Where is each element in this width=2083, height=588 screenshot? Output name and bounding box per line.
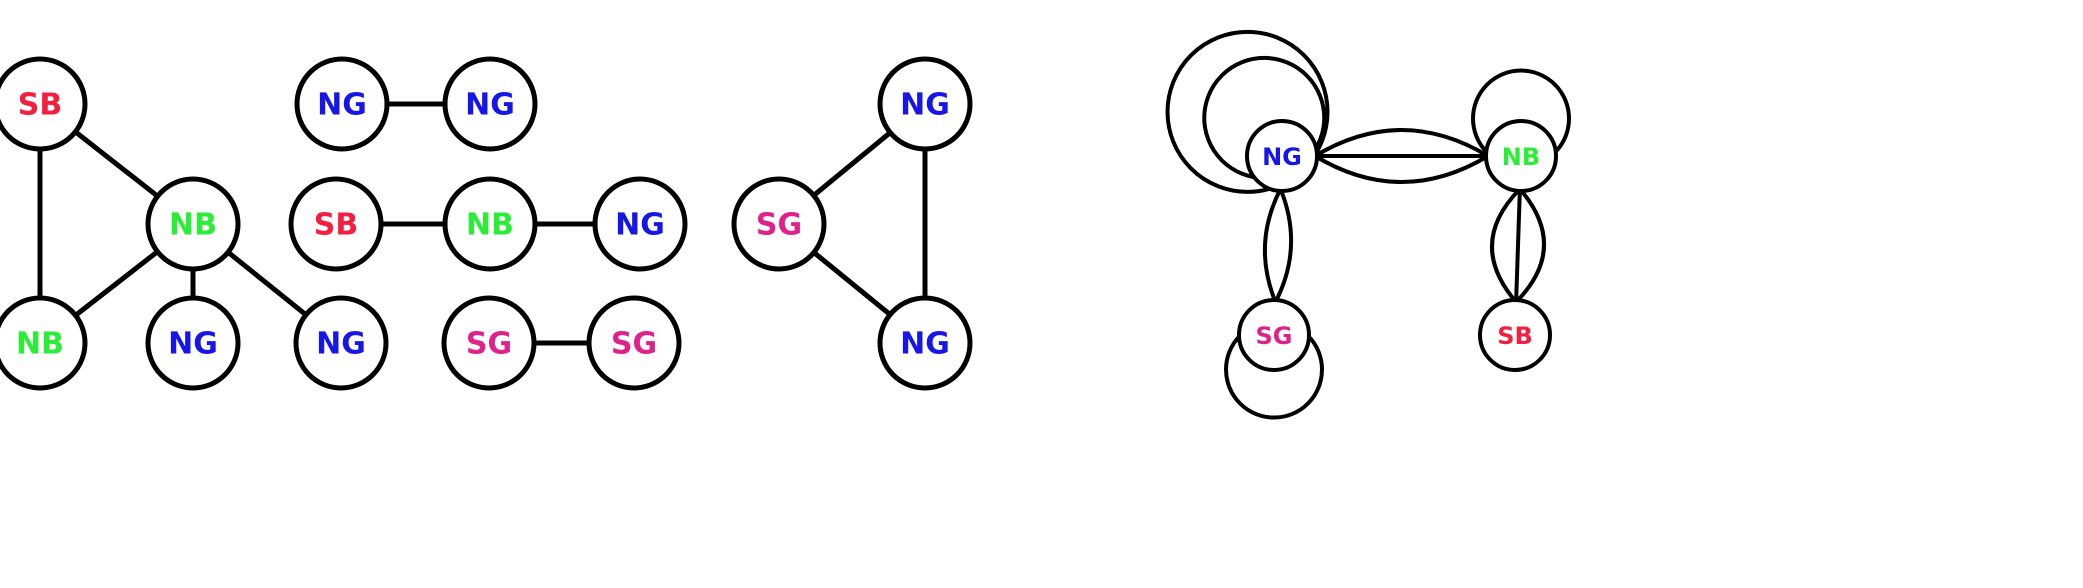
node-circle-SB[interactable]: [288, 176, 384, 272]
node-label-SG: SG: [466, 327, 512, 362]
graph-node-SB[interactable]: SB: [288, 176, 384, 272]
graph-node-SG[interactable]: SG: [731, 176, 827, 272]
graph-component-tree-graph: [37, 128, 310, 320]
graph-component-chains-graph: [376, 101, 600, 346]
node-circle-NG[interactable]: [145, 295, 241, 391]
graph-node-NG[interactable]: NG: [145, 295, 241, 391]
node-circle-NG[interactable]: [592, 176, 688, 272]
node-label-NG: NG: [465, 88, 515, 123]
node-circle-NG[interactable]: [1245, 119, 1319, 193]
graph-node-NG[interactable]: NG: [294, 56, 390, 152]
node-label-SB: SB: [18, 88, 62, 123]
edge-SB-NB: [71, 128, 162, 200]
node-circle-NB[interactable]: [0, 295, 88, 391]
edge-layer: [37, 29, 1571, 420]
edge-NG-NB: [1313, 128, 1490, 158]
graph-node-SB[interactable]: SB: [0, 56, 88, 152]
edge-NG-SG: [809, 128, 895, 200]
graph-node-NB[interactable]: NB: [145, 176, 241, 272]
node-circle-NG[interactable]: [293, 295, 389, 391]
node-label-NB: NB: [1502, 143, 1540, 171]
graph-component-multigraph: [1165, 29, 1571, 420]
node-circle-NB[interactable]: [442, 176, 538, 272]
node-circle-NG[interactable]: [294, 56, 390, 152]
edge-NB-NG: [224, 248, 310, 319]
edge-NB-SB: [1514, 186, 1522, 305]
node-label-NG: NG: [900, 88, 950, 123]
node-label-SB: SB: [314, 208, 358, 243]
self-loop-NG: [1165, 29, 1330, 194]
edge-NG-SG: [1273, 186, 1294, 305]
node-label-NG: NG: [317, 88, 367, 123]
graph-node-SB[interactable]: SB: [1478, 298, 1552, 372]
edge-NB-NB: [71, 247, 162, 320]
node-label-SG: SG: [756, 208, 802, 243]
edge-NG-SG: [1262, 186, 1283, 305]
graph-node-NG[interactable]: NG: [877, 295, 973, 391]
node-circle-NG[interactable]: [877, 56, 973, 152]
graph-node-NG[interactable]: NG: [1245, 119, 1319, 193]
graph-node-NB[interactable]: NB: [442, 176, 538, 272]
node-circle-NB[interactable]: [145, 176, 241, 272]
graph-node-SG[interactable]: SG: [1237, 298, 1311, 372]
edge-NB-SB: [1490, 186, 1522, 305]
node-label-SG: SG: [611, 327, 657, 362]
node-circle-NB[interactable]: [1484, 119, 1558, 193]
graph-node-NB[interactable]: NB: [1484, 119, 1558, 193]
edge-NB-SB: [1514, 186, 1546, 305]
graph-node-NG[interactable]: NG: [293, 295, 389, 391]
graph-node-SG[interactable]: SG: [441, 295, 537, 391]
node-label-NG: NG: [615, 208, 665, 243]
node-label-SG: SG: [1256, 322, 1293, 350]
node-label-NB: NB: [16, 327, 64, 362]
node-circle-SB[interactable]: [1478, 298, 1552, 372]
graph-node-NG[interactable]: NG: [442, 56, 538, 152]
node-label-NG: NG: [1262, 143, 1302, 171]
node-layer: SB NB NB NG NG NG NG SB NB NG SG SG NG SG NG NG NB SG SB: [0, 56, 1558, 391]
node-circle-NG[interactable]: [442, 56, 538, 152]
node-circle-NG[interactable]: [877, 295, 973, 391]
node-label-NB: NB: [466, 208, 514, 243]
graph-node-NG[interactable]: NG: [877, 56, 973, 152]
node-label-NG: NG: [316, 327, 366, 362]
node-circle-SG[interactable]: [1237, 298, 1311, 372]
graph-component-triangle-graph: [809, 128, 928, 319]
node-label-NG: NG: [168, 327, 218, 362]
node-label-NG: NG: [900, 327, 950, 362]
graph-node-NB[interactable]: NB: [0, 295, 88, 391]
node-circle-SG[interactable]: [731, 176, 827, 272]
graph-node-SG[interactable]: SG: [586, 295, 682, 391]
node-circle-SG[interactable]: [586, 295, 682, 391]
edge-NG-NB: [1313, 154, 1490, 184]
node-label-NB: NB: [169, 208, 217, 243]
graph-node-NG[interactable]: NG: [592, 176, 688, 272]
edge-SG-NG: [809, 248, 895, 319]
node-circle-SG[interactable]: [441, 295, 537, 391]
node-label-SB: SB: [1497, 322, 1533, 350]
node-circle-SB[interactable]: [0, 56, 88, 152]
